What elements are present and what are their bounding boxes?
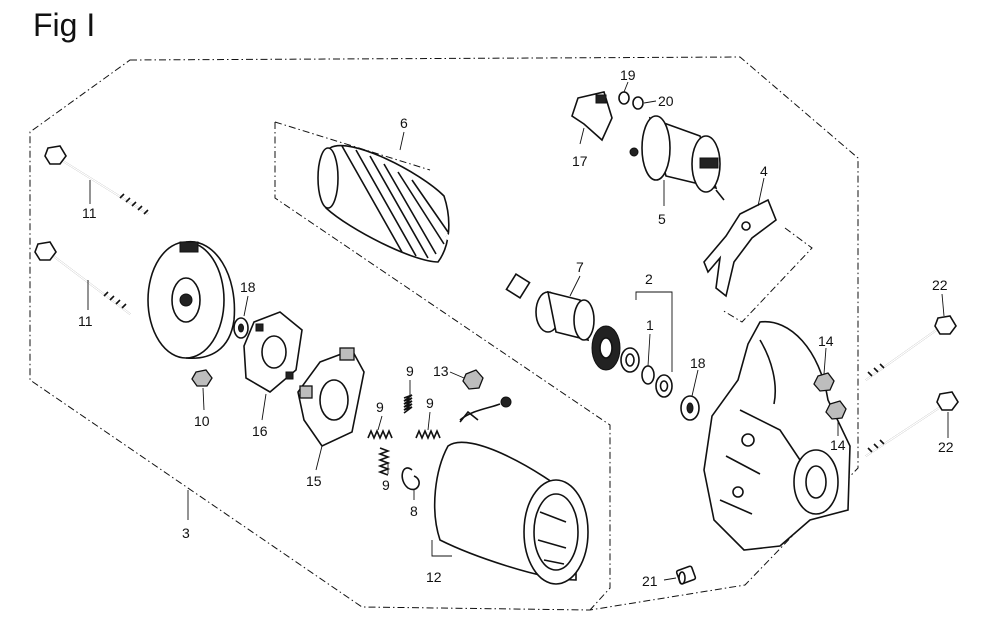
callout-6: 6 [400,115,408,131]
nut-14-bottom [825,400,847,420]
callout-14-bottom: 14 [830,437,846,453]
bolt-22-lower [865,391,959,457]
clip-8 [401,467,420,491]
callout-15: 15 [306,473,322,489]
nut-13 [462,369,484,390]
callout-17: 17 [572,153,588,169]
ring-2-a [620,347,640,373]
callout-22-lower: 22 [938,439,954,455]
callout-3: 3 [182,525,190,541]
callout-9-left: 9 [376,399,384,415]
shift-lever-4 [703,198,777,298]
nut-10 [191,369,213,387]
assembly-boundary [29,56,859,611]
spring-9-bottom [377,447,391,476]
ring-1 [641,365,655,385]
bolt-11-lower [34,241,131,315]
callout-12: 12 [426,569,442,585]
callout-11-lower: 11 [78,313,93,329]
solenoid-5 [629,115,725,201]
yoke-housing-12 [433,396,589,585]
solenoid-cap-17 [571,91,613,142]
figure-title: Fig I [33,7,95,43]
bolt-22-upper [865,315,957,381]
callout-5: 5 [658,211,666,227]
callout-4: 4 [760,163,768,179]
callout-2: 2 [645,271,653,287]
spring-9-right [415,428,441,441]
callout-9-bottom: 9 [382,477,390,493]
rear-end-cover [147,241,236,360]
callout-7: 7 [576,259,584,275]
callout-18-right: 18 [690,355,706,371]
callout-21: 21 [642,573,658,589]
brush-holder-15 [297,347,365,448]
pinion-clutch-7 [535,290,621,371]
callout-10: 10 [194,413,210,429]
front-gear-housing [703,320,851,551]
leader-lines [87,81,949,581]
armature-boundary-top [274,121,431,171]
callout-14-top: 14 [818,333,834,349]
spring-9-left [367,428,393,441]
callout-9-top: 9 [406,363,414,379]
callout-8: 8 [410,503,418,519]
lever-subgroup-boundary [721,227,813,323]
bolt-11-upper [44,145,149,215]
callout-11-upper: 11 [82,205,97,221]
armature-subgroup-boundary [274,122,611,611]
cap-21 [675,565,697,585]
spring-9-top [403,394,413,414]
callout-19: 19 [620,67,636,83]
callout-13: 13 [433,363,449,379]
callout-1: 1 [646,317,654,333]
nut-14-top [813,372,835,392]
brush-holder-plate-16 [243,311,303,393]
ring-20 [632,96,644,110]
callout-16: 16 [252,423,268,439]
callout-9-right: 9 [426,395,434,411]
ring-2-b [655,374,673,398]
callout-18-left: 18 [240,279,256,295]
callout-22-upper: 22 [932,277,948,293]
armature-6 [317,144,531,299]
callout-20: 20 [658,93,674,109]
ring-19 [618,91,630,105]
